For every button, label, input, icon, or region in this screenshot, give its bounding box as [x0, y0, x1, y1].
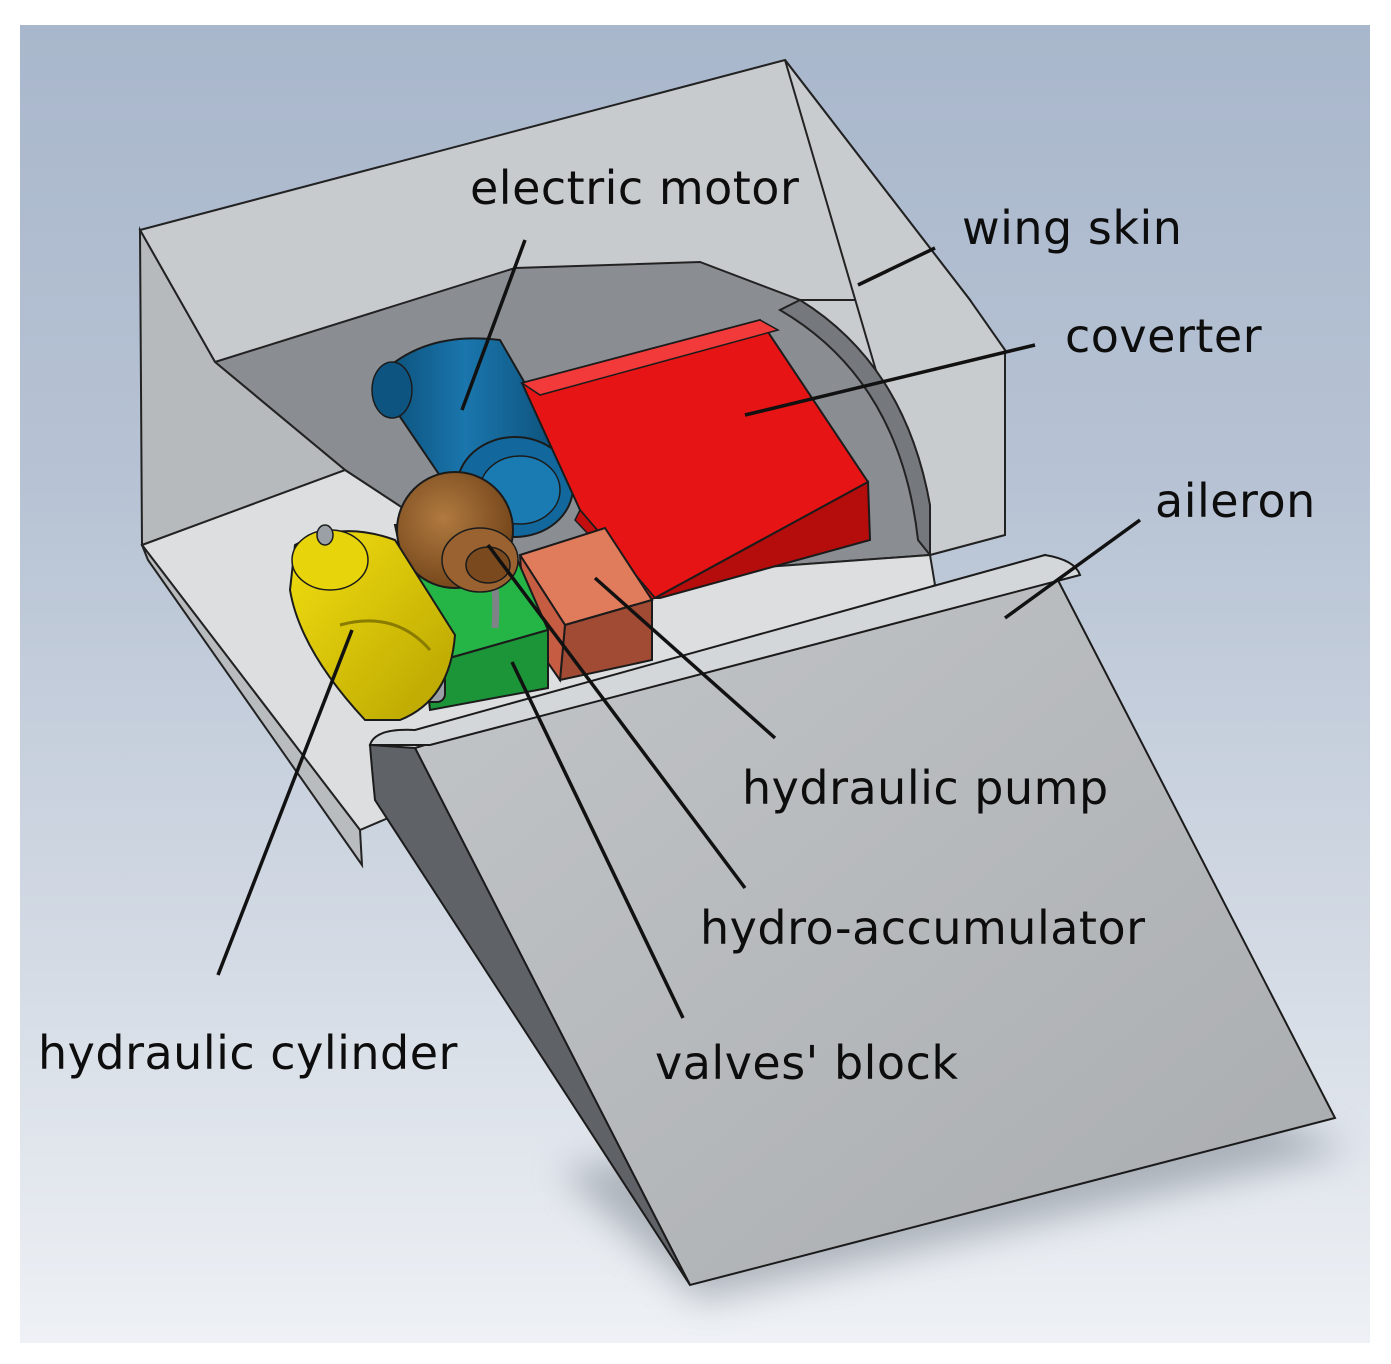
aileron-part [368, 553, 1337, 1287]
hydraulic-pump-part [518, 526, 654, 683]
label-aileron: aileron [1155, 474, 1316, 528]
leader-aileron [1003, 518, 1142, 620]
leader-electric-motor [460, 239, 527, 411]
hydraulic-cylinder-part [288, 524, 457, 721]
label-valves-block: valves' block [655, 1036, 959, 1090]
leader-converter [744, 343, 1036, 417]
leader-hydraulic-cylinder [216, 629, 354, 976]
label-wing-skin: wing skin [962, 201, 1183, 255]
leader-hydro-accumulator [486, 543, 747, 890]
label-hydraulic-cylinder: hydraulic cylinder [38, 1026, 458, 1080]
leader-wing-skin [857, 246, 936, 287]
label-hydraulic-pump: hydraulic pump [742, 761, 1109, 815]
leader-valves-block [510, 661, 685, 1019]
leader-lines [216, 239, 1142, 1019]
label-electric-motor: electric motor [470, 161, 800, 215]
leader-hydraulic-pump [593, 576, 777, 740]
hydro-accumulator-part [396, 471, 519, 593]
label-hydro-accumulator: hydro-accumulator [700, 901, 1146, 955]
label-converter: coverter [1065, 309, 1263, 363]
